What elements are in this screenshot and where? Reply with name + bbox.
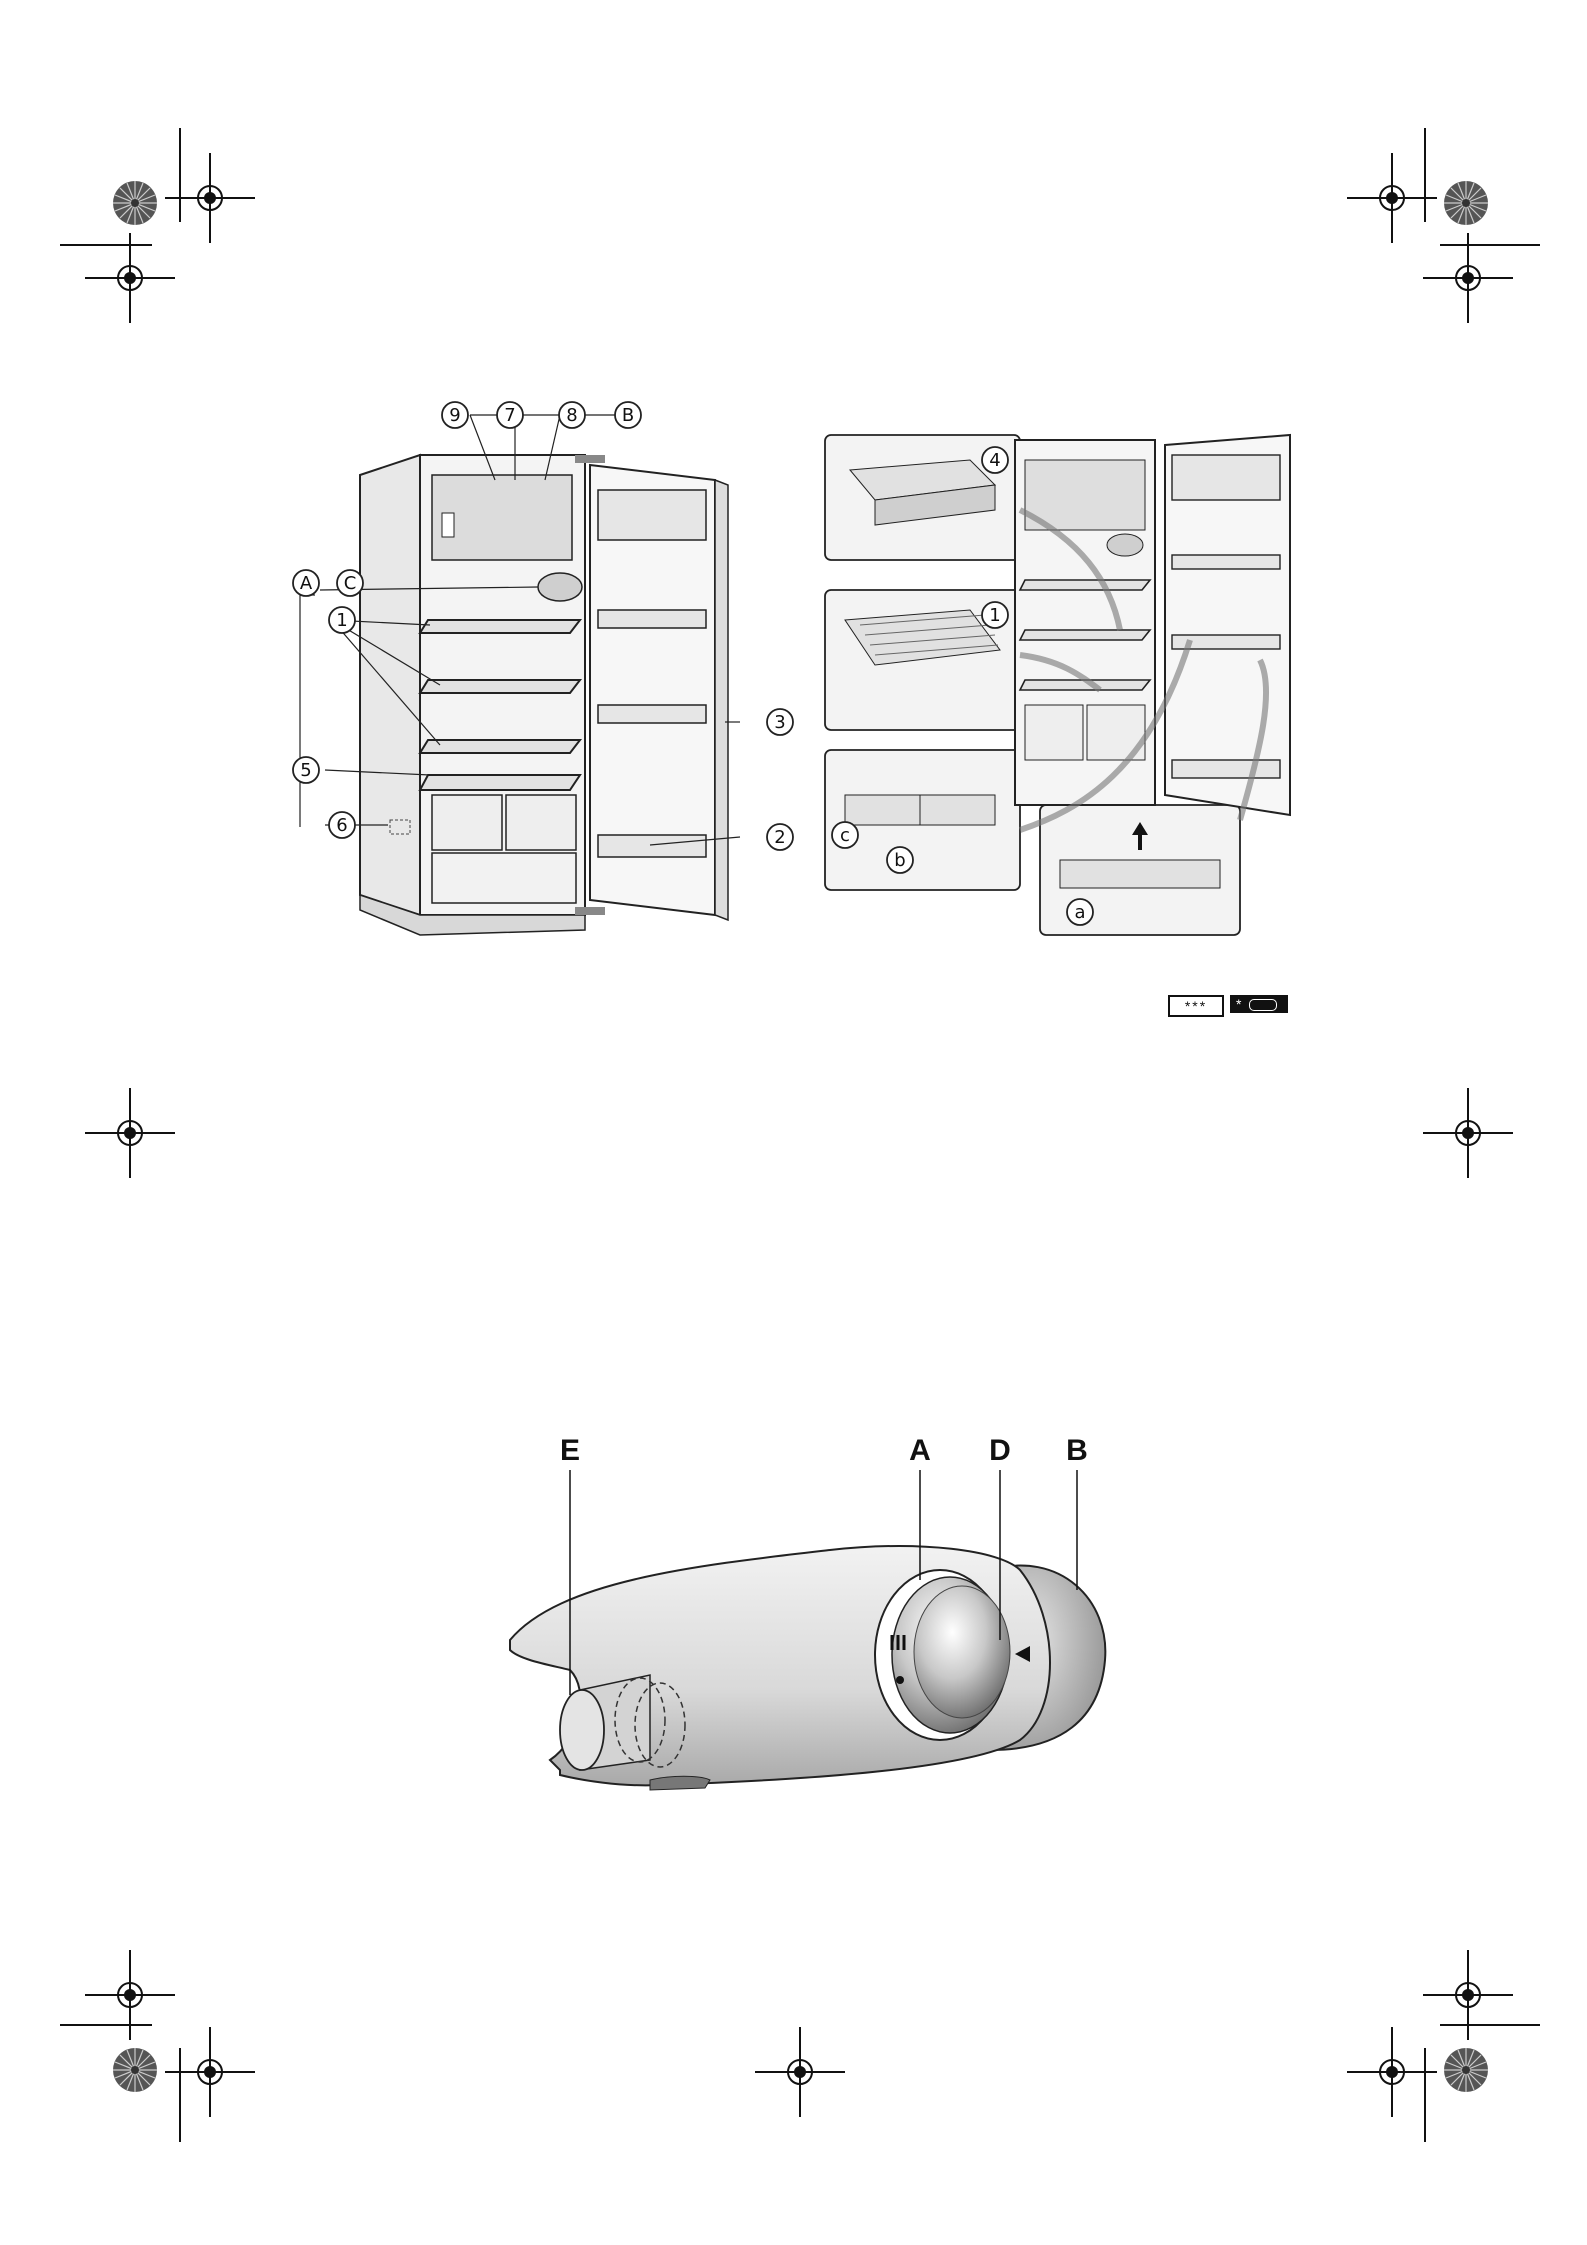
freezer-star-rating: *** xyxy=(1168,995,1224,1017)
callout-B: B xyxy=(622,405,634,426)
callout-2: 2 xyxy=(774,827,785,848)
star-rating-symbols: *** * xyxy=(1168,995,1288,1017)
crop-cross xyxy=(1423,233,1513,323)
removable-parts-illustration: 4 1 c b a xyxy=(820,430,1325,940)
crop-cross xyxy=(1423,1950,1513,2040)
rosette-bottom-right xyxy=(1444,2048,1488,2092)
fridge-star-glyph: * xyxy=(1236,996,1241,1012)
callout-b: b xyxy=(894,850,905,871)
crop-cross xyxy=(85,1950,175,2040)
rosette-bottom-left xyxy=(113,2048,157,2092)
crop-cross xyxy=(1347,153,1437,243)
callout-6: 6 xyxy=(336,815,347,836)
callout-9: 9 xyxy=(449,405,460,426)
callout-c: c xyxy=(840,825,850,846)
callout-3: 3 xyxy=(774,712,785,733)
label-B: B xyxy=(1066,1434,1088,1467)
fridge-overview-illustration: 9 7 8 B A C 1 5 6 3 2 xyxy=(270,395,810,945)
callout-8: 8 xyxy=(566,405,577,426)
label-D: D xyxy=(989,1434,1011,1467)
dots-box xyxy=(1249,999,1277,1011)
callout-1: 1 xyxy=(336,610,347,631)
crop-cross xyxy=(1423,1088,1513,1178)
callout-4: 4 xyxy=(989,450,1000,471)
crop-cross xyxy=(165,153,255,243)
label-E: E xyxy=(560,1434,580,1467)
callout-5: 5 xyxy=(300,760,311,781)
crop-cross xyxy=(755,2027,845,2117)
crop-cross xyxy=(85,233,175,323)
callout-a: a xyxy=(1074,902,1085,923)
callout-A: A xyxy=(300,573,313,594)
crop-cross xyxy=(165,2027,255,2117)
rosette-top-left xyxy=(113,181,157,225)
callout-C: C xyxy=(344,573,357,594)
thermostat-housing-illustration: E A D B xyxy=(500,1430,1140,1810)
label-A: A xyxy=(909,1434,931,1467)
rosette-top-right xyxy=(1444,181,1488,225)
callout-1-shelf: 1 xyxy=(989,605,1000,626)
callout-7: 7 xyxy=(504,405,515,426)
crop-cross xyxy=(1347,2027,1437,2117)
crop-cross xyxy=(85,1088,175,1178)
fridge-star-rating: * xyxy=(1230,995,1288,1013)
